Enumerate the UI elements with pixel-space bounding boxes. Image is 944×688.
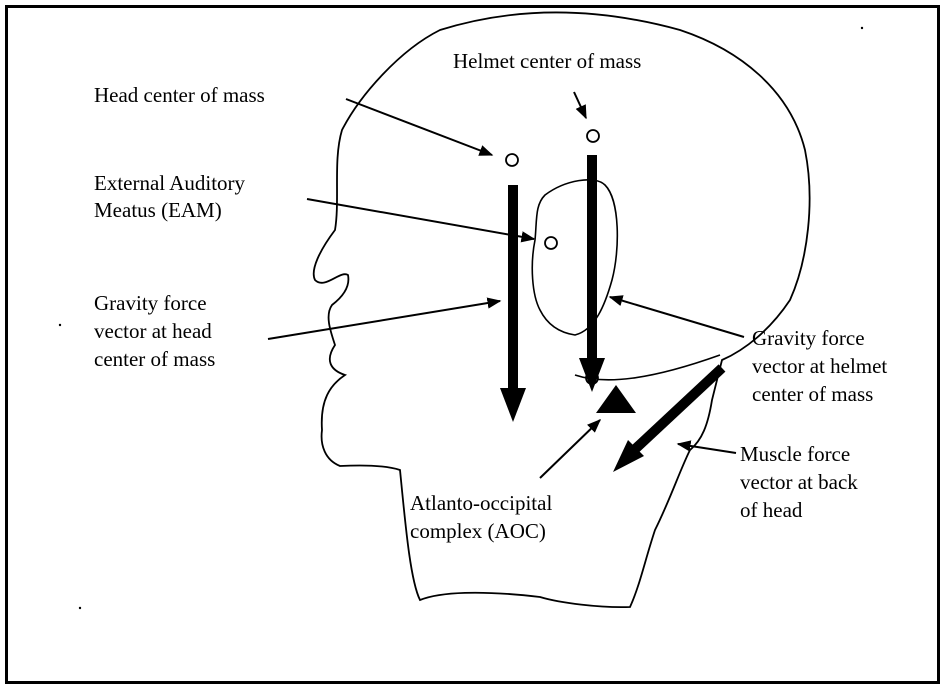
head-com-marker — [506, 154, 518, 166]
gravity-head-label-line2: vector at head — [94, 318, 212, 344]
aoc-label-line2: complex (AOC) — [410, 518, 546, 544]
gravity-head-vector-shaft — [508, 185, 518, 390]
helmet-com-label: Helmet center of mass — [453, 48, 641, 74]
gravity-head-label-line3: center of mass — [94, 346, 215, 372]
eam-pointer — [307, 199, 534, 239]
gravity-helmet-label-line1: Gravity force — [752, 325, 865, 351]
aoc-label-line1: Atlanto-occipital — [410, 490, 552, 516]
muscle-label-line1: Muscle force — [740, 441, 850, 467]
aoc-pointer — [540, 420, 600, 478]
muscle-vector-shaft — [632, 368, 722, 452]
muscle-label-line2: vector at back — [740, 469, 858, 495]
eam-label-line2: Meatus (EAM) — [94, 197, 222, 223]
scan-speck — [79, 607, 81, 609]
gravity-helmet-vector-head — [579, 358, 605, 392]
head-com-label: Head center of mass — [94, 82, 265, 108]
aoc-pivot-triangle — [596, 385, 636, 413]
gravity-head-vector-head — [500, 388, 526, 422]
eam-marker — [545, 237, 557, 249]
gravity-helmet-label-line2: vector at helmet — [752, 353, 887, 379]
head-com-pointer — [346, 99, 492, 155]
gravity-helmet-label-line3: center of mass — [752, 381, 873, 407]
gravity-helmet-pointer — [610, 297, 744, 337]
gravity-head-label-line1: Gravity force — [94, 290, 207, 316]
helmet-com-marker — [587, 130, 599, 142]
head-outline — [314, 12, 810, 607]
scan-speck — [861, 27, 863, 29]
gravity-helmet-vector-shaft — [587, 155, 597, 361]
gravity-head-pointer — [268, 301, 500, 339]
helmet-com-pointer — [574, 92, 586, 118]
muscle-pointer — [678, 444, 736, 453]
scan-speck — [59, 324, 61, 326]
ear-outline — [532, 180, 617, 335]
eam-label-line1: External Auditory — [94, 170, 245, 196]
muscle-label-line3: of head — [740, 497, 802, 523]
